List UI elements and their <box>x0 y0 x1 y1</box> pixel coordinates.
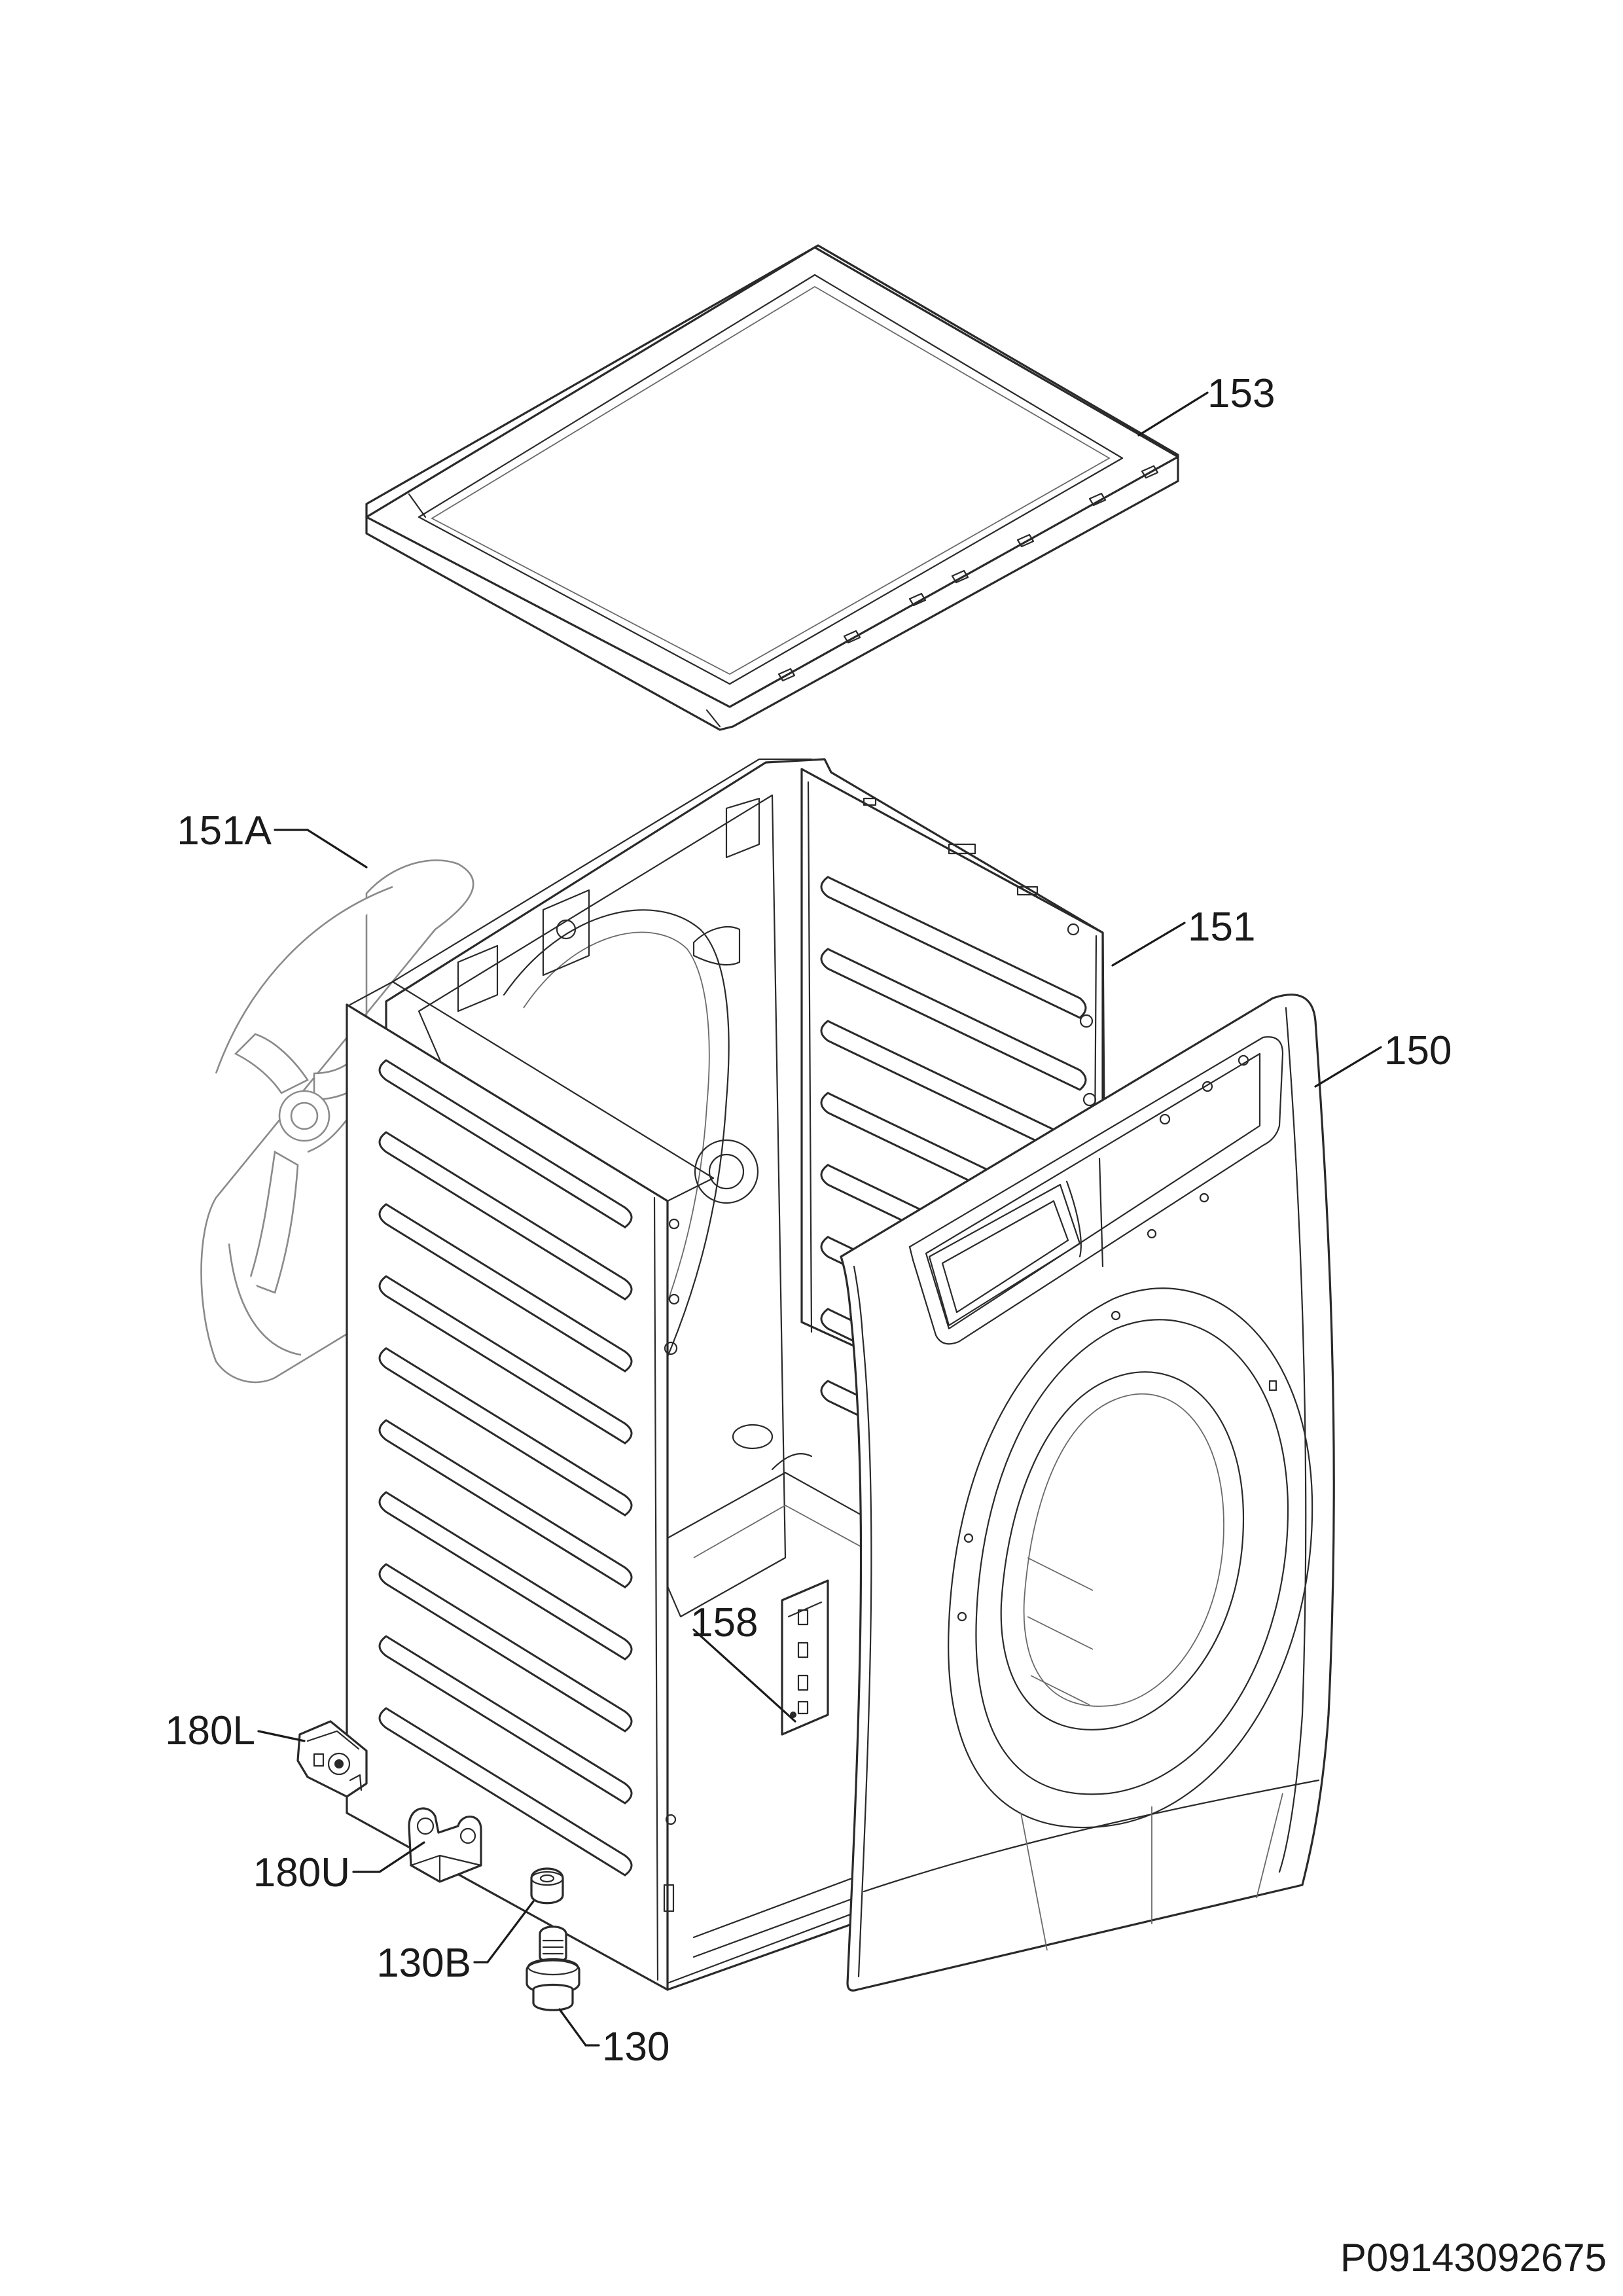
leader-158 <box>692 1628 796 1723</box>
label-150: 150 <box>1384 1028 1452 1073</box>
leader-150 <box>1314 1046 1382 1088</box>
label-151: 151 <box>1188 905 1255 950</box>
rear-bracket-part <box>781 1579 829 1736</box>
leader-151a <box>274 829 368 869</box>
leader-130 <box>558 2008 600 2047</box>
leader-130b <box>473 1900 535 1964</box>
hinge-lower-part <box>296 1720 368 1798</box>
foot-cap-part <box>530 1867 564 1905</box>
label-151a: 151A <box>177 808 272 853</box>
front-panel-part <box>840 994 1335 1992</box>
label-153: 153 <box>1207 371 1275 416</box>
leader-180u <box>352 1841 425 1873</box>
label-180l: 180L <box>165 1708 255 1753</box>
left-panel-ribs <box>378 1059 633 1876</box>
adjustable-foot-part <box>526 1926 580 2011</box>
label-180u: 180U <box>253 1850 350 1895</box>
label-130b: 130B <box>376 1941 471 1986</box>
hinge-upper-part <box>408 1807 482 1883</box>
leader-153 <box>1137 391 1209 437</box>
document-id: P09143092675 <box>1340 2236 1607 2280</box>
leader-180l <box>257 1730 306 1742</box>
leader-lines <box>257 391 1382 2047</box>
label-158: 158 <box>690 1600 758 1645</box>
top-cover-part <box>365 244 1179 731</box>
label-130: 130 <box>602 2024 669 2070</box>
leader-151 <box>1111 922 1186 967</box>
